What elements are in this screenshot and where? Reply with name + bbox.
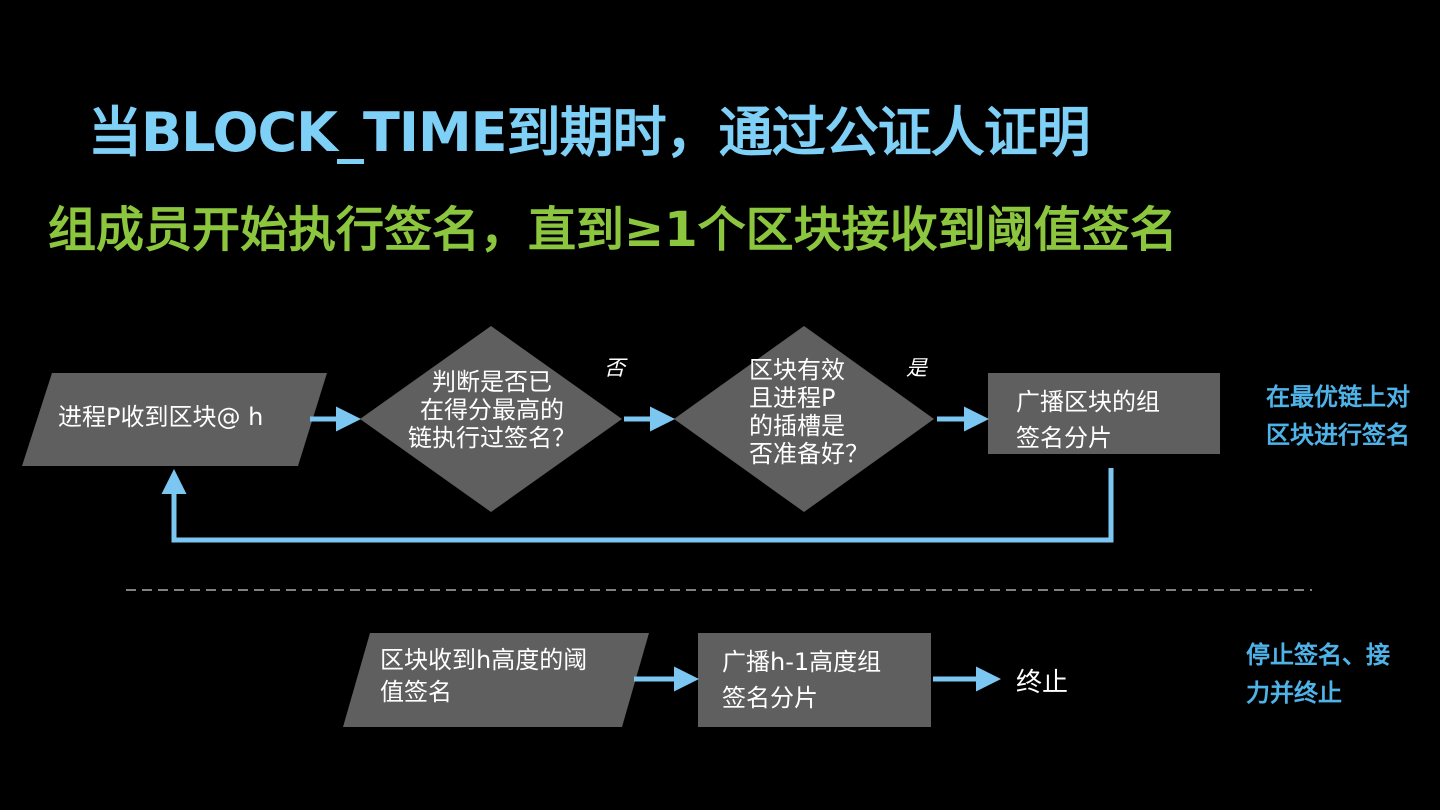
broadcast-prev-shape	[698, 633, 931, 727]
decision-signed-label: 判断是否已 在得分最高的 链执行过签名？	[408, 368, 576, 452]
arrow-loop-back	[161, 468, 1114, 543]
receive-block-label: 进程P收到区块@ h	[58, 403, 264, 431]
decision-valid-label: 区块有效 且进程P 的插槽是 否准备好？	[749, 356, 869, 468]
edge-label-no: 否	[604, 356, 625, 380]
decision-valid-shape	[674, 326, 934, 512]
side-note-sign-best-chain: 在最优链上对 区块进行签名	[1266, 383, 1410, 449]
receive-threshold-label: 区块收到h高度的阈 值签名	[380, 646, 588, 706]
broadcast-share-label: 广播区块的组 签名分片	[1016, 388, 1160, 452]
broadcast-prev-label: 广播h-1高度组 签名分片	[722, 648, 882, 712]
slide-title: 当BLOCK_TIME到期时，通过公证人证明	[88, 101, 1091, 164]
terminate-label: 终止	[1016, 668, 1069, 698]
slide-subtitle: 组成员开始执行签名，直到≥1个区块接收到阈值签名	[48, 202, 1178, 258]
decision-signed-shape	[360, 326, 622, 512]
receive-threshold-shape	[343, 633, 649, 727]
broadcast-share-shape	[988, 373, 1220, 454]
edge-label-yes: 是	[906, 356, 927, 380]
receive-block-shape	[22, 373, 327, 466]
side-note-stop-and-terminate: 停止签名、接 力并终止	[1246, 641, 1390, 707]
